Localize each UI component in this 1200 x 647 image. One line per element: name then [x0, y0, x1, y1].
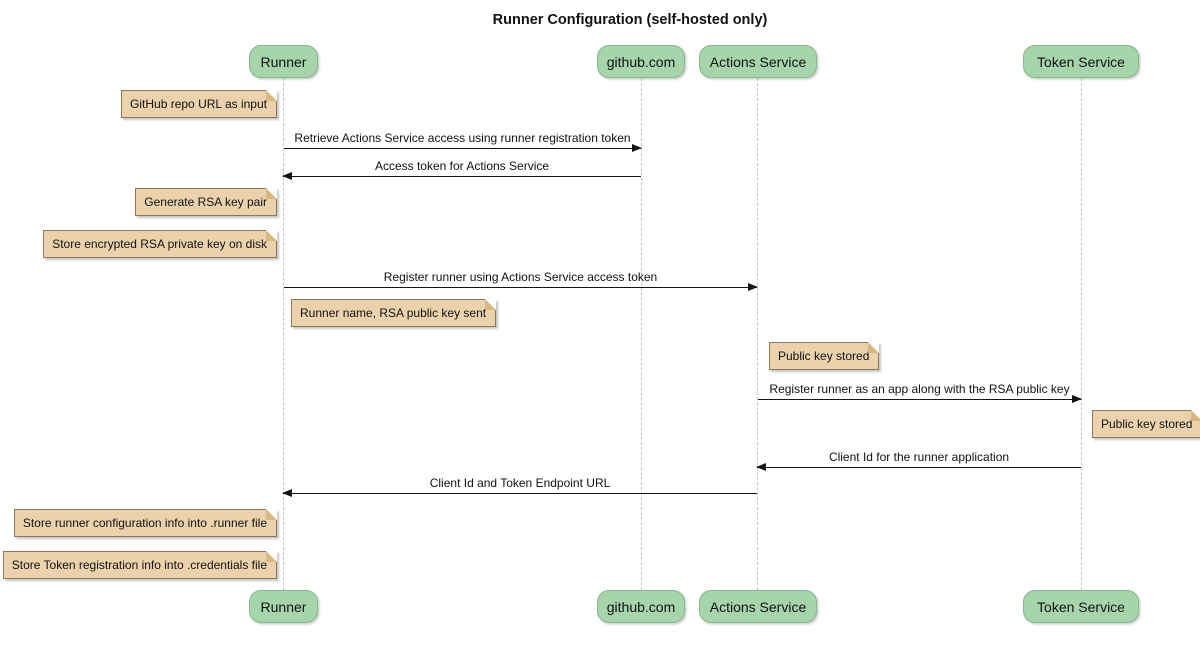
- note-public-key-stored-actions: Public key stored: [769, 342, 880, 370]
- message-line: [756, 463, 1081, 471]
- participant-github-bottom: github.com: [597, 590, 685, 623]
- message-label: Register runner using Actions Service ac…: [383, 270, 658, 284]
- participant-actions-service-bottom: Actions Service: [699, 590, 817, 623]
- message-label: Client Id for the runner application: [828, 450, 1010, 464]
- arrowhead-left-icon: [756, 463, 766, 471]
- arrowhead-left-icon: [282, 489, 292, 497]
- message-register-runner: Register runner using Actions Service ac…: [284, 270, 758, 291]
- note-public-key-stored-token: Public key stored: [1092, 410, 1200, 438]
- message-client-id: Client Id for the runner application: [756, 450, 1081, 471]
- message-label: Retrieve Actions Service access using ru…: [294, 131, 631, 145]
- message-line: [282, 489, 757, 497]
- participant-actions-service-top: Actions Service: [699, 45, 817, 78]
- note-store-runner-file: Store runner configuration info into .ru…: [13, 509, 278, 537]
- note-store-credentials-file: Store Token registration info into .cred…: [2, 551, 278, 579]
- note-github-repo-url: GitHub repo URL as input: [121, 90, 277, 118]
- message-line: [282, 172, 641, 180]
- lifeline-token-service: [1081, 78, 1082, 590]
- message-retrieve-actions-access: Retrieve Actions Service access using ru…: [284, 131, 642, 152]
- message-label: Client Id and Token Endpoint URL: [429, 476, 611, 490]
- message-line: [284, 144, 642, 152]
- lifeline-github: [641, 78, 642, 590]
- message-access-token: Access token for Actions Service: [282, 159, 641, 180]
- arrowhead-right-icon: [632, 144, 642, 152]
- participant-runner-bottom: Runner: [249, 590, 318, 623]
- arrowhead-right-icon: [748, 283, 758, 291]
- message-label: Register runner as an app along with the…: [769, 382, 1070, 396]
- participant-github-top: github.com: [597, 45, 685, 78]
- arrowhead-right-icon: [1072, 395, 1082, 403]
- participant-token-service-bottom: Token Service: [1023, 590, 1139, 623]
- message-line: [758, 395, 1082, 403]
- message-line: [284, 283, 758, 291]
- message-label: Access token for Actions Service: [374, 159, 550, 173]
- message-client-id-endpoint: Client Id and Token Endpoint URL: [282, 476, 757, 497]
- participant-runner-top: Runner: [249, 45, 318, 78]
- note-generate-rsa: Generate RSA key pair: [135, 188, 277, 216]
- diagram-title: Runner Configuration (self-hosted only): [492, 12, 768, 28]
- message-register-runner-app: Register runner as an app along with the…: [758, 382, 1082, 403]
- participant-token-service-top: Token Service: [1023, 45, 1139, 78]
- arrowhead-left-icon: [282, 172, 292, 180]
- note-store-private-key: Store encrypted RSA private key on disk: [43, 230, 277, 258]
- lifeline-runner: [283, 78, 284, 590]
- lifeline-actions-service: [757, 78, 758, 590]
- note-runner-name-sent: Runner name, RSA public key sent: [291, 299, 497, 327]
